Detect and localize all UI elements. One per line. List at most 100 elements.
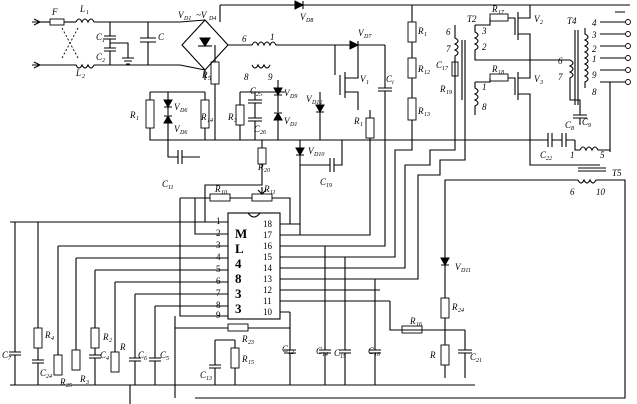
label-c8: C	[565, 120, 572, 130]
ic-pin-12: 12	[263, 285, 272, 295]
label-c25: C	[250, 86, 257, 96]
bridge-rectifier: V D1 ~V D4	[178, 10, 248, 80]
label-r17: R	[491, 4, 498, 14]
ic-pin-16: 16	[263, 241, 273, 251]
ic-pin-5: 5	[216, 264, 221, 274]
label-r23-sub: 23	[248, 340, 254, 346]
label-c24: C	[40, 368, 47, 378]
ic-body	[227, 212, 281, 320]
label-vd10-sub: D10	[313, 152, 324, 158]
label-r12: R	[417, 64, 424, 74]
label-r20: R	[257, 162, 264, 172]
label-c8-sub: 8	[571, 126, 574, 132]
ic-pin-18: 18	[263, 219, 273, 229]
resistor-r1-div	[407, 21, 417, 43]
label-c4-sub: 4	[106, 355, 109, 362]
label-vd11: V	[455, 262, 462, 272]
label-t5-10: 10	[596, 187, 606, 197]
label-c11: C	[162, 179, 169, 189]
ic-letter-3b: 3	[235, 301, 242, 316]
label-c19: C	[320, 177, 327, 187]
label-r10: R	[214, 184, 221, 194]
label-t5-6: 6	[570, 187, 575, 197]
label-r18: R	[491, 64, 498, 74]
ic-pin-10: 10	[263, 307, 273, 317]
label-c12: C	[282, 344, 289, 354]
label-c13-sub: 13	[206, 376, 212, 382]
bottom-network: R 4 C 24 C 7 R 25 R 3 R 2 C 4 R C 6 C 5 …	[2, 221, 475, 404]
label-r-v1-sub: 1	[360, 122, 363, 128]
label-vd11-sub: D11	[460, 268, 471, 274]
label-r23: R	[241, 334, 248, 344]
label-r1-div-sub: 1	[424, 32, 427, 38]
label-r5: R	[201, 70, 208, 80]
ic-pin-9: 9	[216, 310, 221, 320]
label-c1: C	[96, 32, 103, 42]
label-c2-sub: 2	[102, 58, 105, 64]
label-v3-sub: 3	[539, 80, 543, 86]
label-vd6b-sub: D6	[179, 130, 187, 136]
auxiliary-supply: R 3 C 25 C 26 V D9 V D1 V D12 R 20 V D10…	[227, 80, 343, 235]
control-wiring	[204, 100, 600, 280]
label-r4: R	[44, 330, 51, 340]
resistor-r1-left	[145, 99, 155, 129]
label-c19-sub: 19	[326, 183, 332, 189]
resistor-r-sense	[440, 344, 450, 366]
label-n8: 8	[244, 72, 249, 82]
resistor-r3	[235, 104, 245, 126]
label-t5-1: 1	[570, 150, 575, 160]
resistor-r19	[451, 61, 459, 77]
label-c22-sub: 22	[546, 156, 552, 162]
label-t2-7: 7	[446, 44, 451, 54]
resistor-r-v1	[365, 117, 375, 139]
label-r20-sub: 20	[264, 168, 270, 174]
label-vd1b-sub: D1	[289, 122, 297, 128]
label-r25: R	[59, 377, 66, 387]
label-l1: L	[79, 4, 85, 14]
voltage-divider: R 1 R 12 R 13	[407, 5, 430, 140]
label-c9-sub: 9	[588, 123, 591, 129]
label-c6-sub: 6	[144, 356, 147, 362]
label-vd1-vd4-b-sub: D4	[208, 15, 216, 22]
label-r3-bottom-sub: 3	[85, 380, 89, 386]
label-r4-sub: 4	[51, 335, 54, 342]
label-r6-bottom: R	[119, 342, 126, 352]
label-c2: C	[96, 52, 103, 62]
label-vd9: V	[284, 88, 291, 98]
resistor-r23	[227, 323, 249, 332]
label-l2-sub: 2	[82, 74, 85, 80]
ic-pin-8: 8	[216, 300, 221, 310]
resistor-r10	[209, 193, 231, 202]
label-r10-sub: 10	[221, 190, 227, 196]
resistor-r13	[407, 97, 417, 121]
label-c12-sub: 12	[288, 350, 294, 356]
label-c: C	[158, 32, 165, 42]
resistor-r15	[230, 347, 240, 369]
ic-pin-11: 11	[263, 296, 272, 306]
label-t2-2: 2	[482, 42, 487, 52]
ic-pin-17: 17	[263, 230, 273, 240]
feedback-network: R 10 R 11	[179, 184, 291, 317]
label-r14: R	[200, 112, 207, 122]
label-v1-sub: 1	[366, 80, 369, 86]
label-c15: C	[334, 348, 341, 358]
transformer-t2: T2 6 7 R 19 3 2 1 8 C 17	[436, 14, 487, 130]
label-r15: R	[241, 354, 248, 364]
label-c14-sub: 14	[322, 351, 328, 358]
clamp-network: R 1 V D6 V D6 R 14 C 11	[129, 91, 215, 191]
label-vd1b: V	[284, 116, 291, 126]
resistor-r6-bottom	[110, 351, 120, 373]
label-l1-sub: 1	[86, 10, 89, 16]
label-r19: R	[439, 84, 446, 94]
current-sense: V D11 R 24 R 16 R C 21	[400, 257, 482, 378]
label-v3: V	[534, 74, 541, 84]
label-r12-sub: 12	[424, 70, 430, 76]
label-fuse: F	[51, 7, 58, 17]
label-vd6a: V	[174, 102, 181, 112]
resistor-r4	[33, 327, 43, 349]
label-t4-8: 8	[592, 87, 597, 97]
resistor-r3-bottom	[71, 349, 81, 371]
label-c6: C	[138, 350, 145, 360]
label-c5: C	[160, 350, 167, 360]
label-v1: V	[360, 74, 367, 84]
